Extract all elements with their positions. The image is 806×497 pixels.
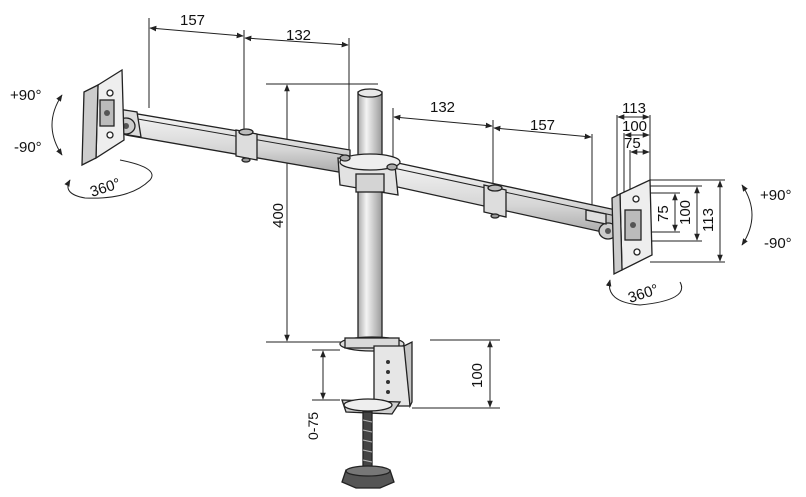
left-arm	[111, 107, 351, 175]
vesa-100-top-label: 100	[622, 118, 647, 135]
right-tilt-down-label: -90°	[764, 235, 792, 252]
dimension-labels: 157 132 132 157 400 113 100 75 75 100 11…	[180, 12, 717, 440]
rotation-labels: +90° -90° 360° +90° -90° 360°	[10, 87, 792, 307]
vesa-113-side-label: 113	[700, 208, 717, 232]
left-outer-arm-label: 157	[180, 12, 205, 29]
right-tilt-up-label: +90°	[760, 187, 791, 204]
right-vesa-plate	[611, 178, 653, 276]
left-tilt-up-label: +90°	[10, 87, 41, 104]
left-inner-arm-label: 132	[286, 27, 311, 44]
vesa-75-top-label: 75	[624, 135, 641, 152]
pole-height-label: 400	[270, 203, 287, 228]
rotation-arrows	[51, 94, 753, 306]
clamp-range-label: 0-75	[305, 412, 321, 440]
vesa-113-top-label: 113	[622, 100, 646, 117]
left-swivel-label: 360°	[88, 175, 123, 201]
extension-lines	[148, 18, 725, 409]
center-hub	[337, 153, 401, 196]
dimension-arrows	[149, 25, 723, 408]
vesa-75-side-label: 75	[655, 205, 672, 222]
center-pole	[357, 88, 383, 345]
left-vesa-plate	[81, 68, 125, 167]
right-inner-arm-label: 132	[430, 99, 455, 116]
right-arm	[383, 159, 618, 240]
left-tilt-down-label: -90°	[14, 139, 42, 156]
clamp-height-label: 100	[469, 363, 486, 388]
vesa-100-side-label: 100	[677, 200, 694, 225]
right-outer-arm-label: 157	[530, 117, 555, 134]
desk-clamp	[339, 336, 413, 489]
